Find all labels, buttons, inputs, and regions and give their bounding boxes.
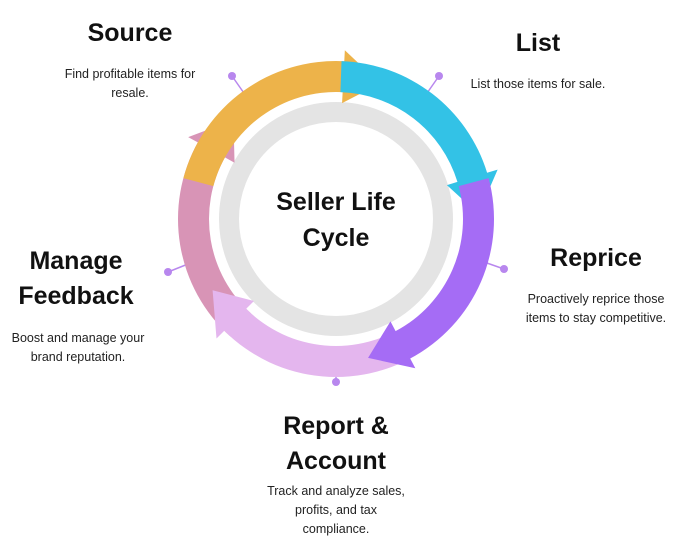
connector-dot-list	[435, 72, 443, 80]
source-title: Source	[87, 19, 173, 47]
arrow-segment-reprice	[368, 178, 495, 369]
connector-dot-report	[332, 378, 340, 386]
center-title-line2: Cycle	[302, 224, 370, 252]
arrow-segment-list	[340, 61, 498, 215]
report-description: Track and analyze sales, profits, and ta…	[246, 482, 426, 539]
report-title-line1: Report &	[283, 412, 389, 440]
reprice-description: Proactively reprice those items to stay …	[506, 290, 677, 328]
feedback-title-line2: Feedback	[18, 282, 134, 310]
arrow-segment-source	[183, 50, 381, 187]
report-title-line2: Account	[286, 447, 386, 475]
list-title: List	[515, 29, 561, 57]
center-title-line1: Seller Life	[276, 188, 396, 216]
source-description-line1: Find profitable items for	[64, 67, 196, 81]
feedback-title-line1: Manage	[29, 247, 123, 275]
feedback-description-line2: brand reputation.	[30, 350, 126, 364]
reprice-description-line1: Proactively reprice those	[527, 292, 665, 306]
reprice-description-line2: items to stay competitive.	[525, 311, 667, 325]
list-description-line1: List those items for sale.	[470, 77, 606, 91]
report-title: Report & Account	[256, 409, 416, 479]
report-description-line2: profits, and tax	[295, 503, 377, 517]
feedback-title: Manage Feedback	[2, 244, 150, 314]
report-description-line3: compliance.	[302, 522, 370, 536]
connector-dot-reprice	[500, 265, 508, 273]
feedback-description: Boost and manage your brand reputation.	[0, 329, 156, 367]
source-description: Find profitable items for resale.	[40, 65, 220, 103]
reprice-title: Reprice	[550, 244, 642, 272]
feedback-description-line1: Boost and manage your	[11, 331, 145, 345]
center-title: Seller Life Cycle	[256, 184, 416, 256]
report-description-line1: Track and analyze sales,	[267, 484, 405, 498]
list-description: List those items for sale.	[448, 75, 628, 94]
connector-dot-source	[228, 72, 236, 80]
inner-ring	[219, 102, 453, 336]
connector-dot-feedback	[164, 268, 172, 276]
source-description-line2: resale.	[111, 86, 149, 100]
connectors	[164, 72, 508, 386]
